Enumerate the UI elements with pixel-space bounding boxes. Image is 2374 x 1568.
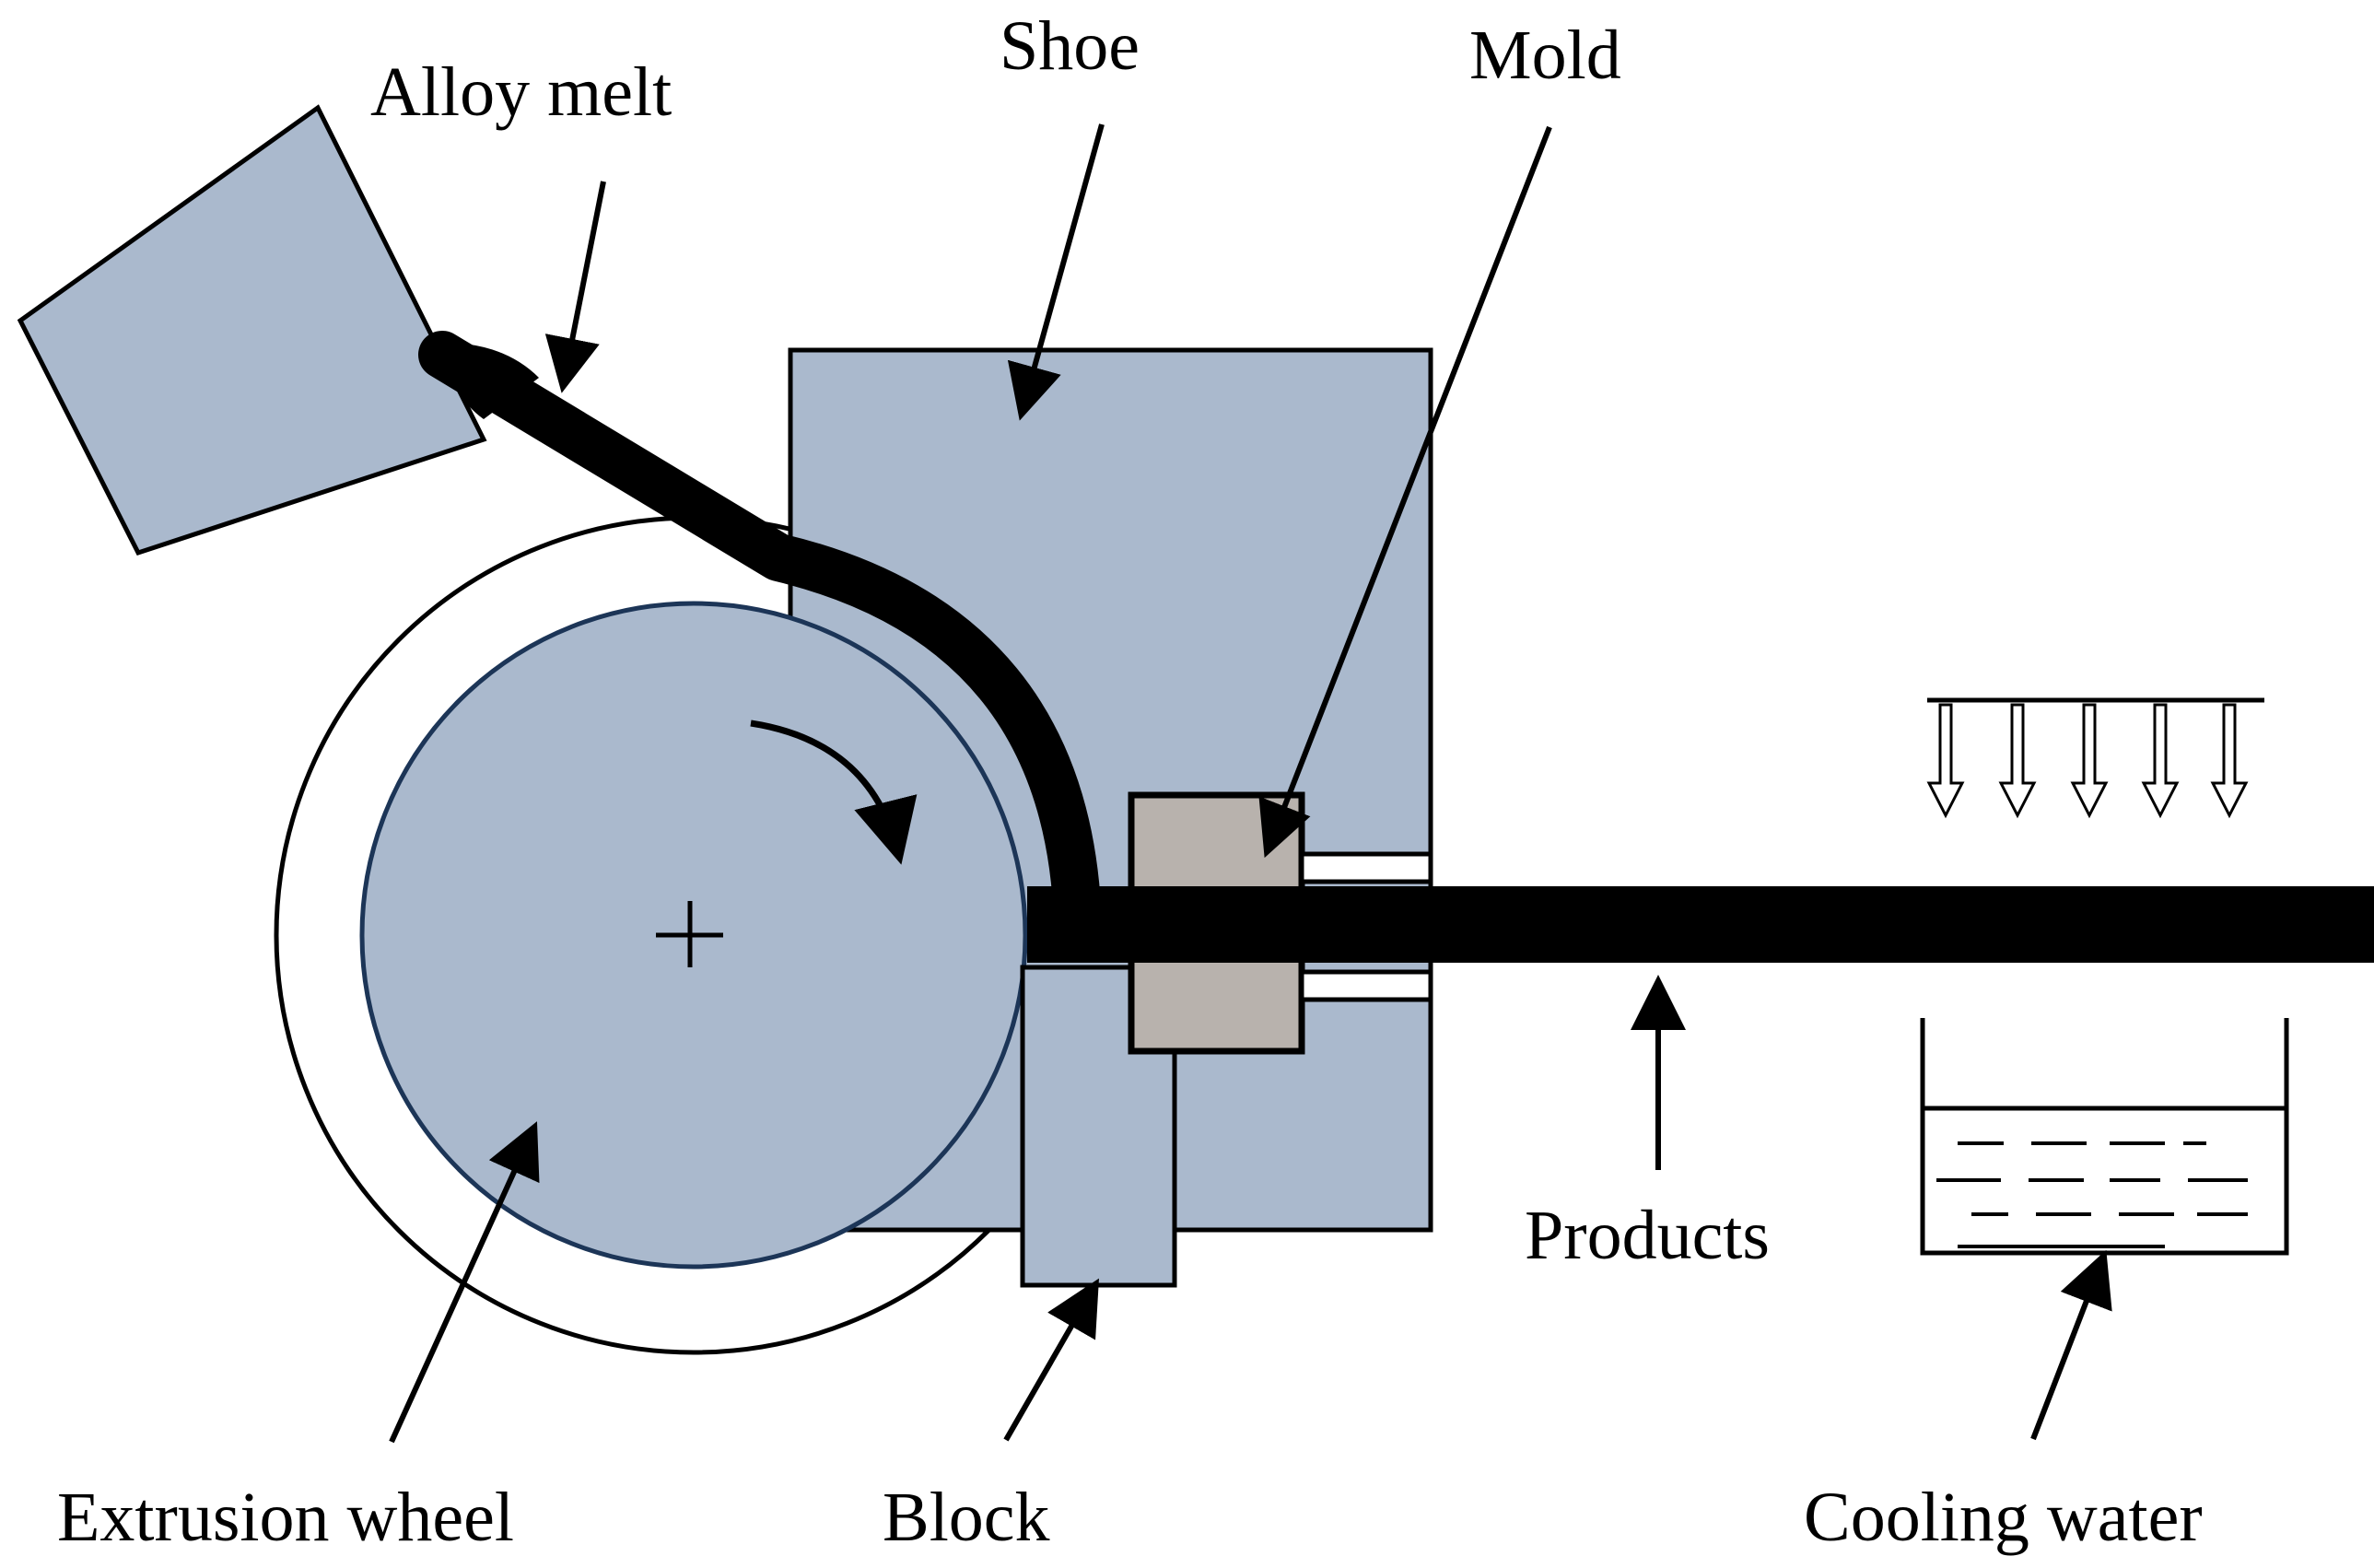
shoe-pointer: [1007, 123, 1105, 421]
spray-arrow-3: [2070, 703, 2109, 819]
alloy-melt-pointer: [544, 181, 606, 393]
spray-arrow-2: [1998, 703, 2037, 819]
label-products: Products: [1525, 1197, 1770, 1274]
cooling-water-tank: [1920, 1018, 2289, 1256]
label-shoe: Shoe: [1000, 7, 1140, 85]
mold-pointer: [1258, 125, 1552, 859]
melt-stream: [418, 331, 1102, 948]
extrusion-wheel-pointer: [389, 1121, 540, 1444]
die-gap-bottom: [1299, 969, 1433, 1002]
spray-arrow-5: [2210, 703, 2249, 819]
spray-arrow-1: [1926, 703, 1965, 819]
pointer-arrows: [389, 123, 2112, 1444]
spray-arrow-4: [2141, 703, 2180, 819]
spout-tip: [438, 342, 539, 419]
label-alloy-melt: Alloy melt: [370, 53, 672, 131]
label-mold: Mold: [1469, 17, 1621, 94]
label-extrusion-wheel: Extrusion wheel: [57, 1479, 514, 1556]
label-cooling-water: Cooling water: [1804, 1479, 2203, 1556]
cooling-water-pointer: [2030, 1249, 2112, 1441]
product-strip: [1027, 886, 2374, 963]
cooling-spray: [1926, 697, 2264, 819]
rotation-arrow: [750, 720, 918, 865]
die-gap-top: [1299, 851, 1433, 884]
crucible: [17, 104, 487, 556]
label-block: Block: [883, 1479, 1050, 1556]
block-pointer: [1003, 1278, 1099, 1442]
